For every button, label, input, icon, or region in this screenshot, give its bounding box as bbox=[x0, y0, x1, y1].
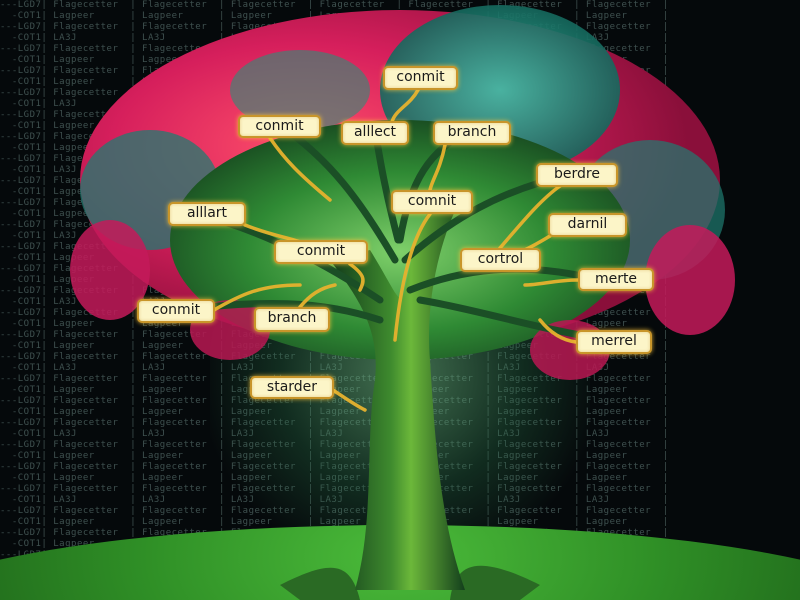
label-merte: merte bbox=[578, 268, 654, 291]
label-cortrol: cortrol bbox=[460, 248, 541, 272]
label-berdre: berdre bbox=[536, 163, 618, 187]
label-darnil: darnil bbox=[548, 213, 627, 237]
label-conmit-left: conmit bbox=[238, 115, 321, 138]
label-conmit-low: conmit bbox=[137, 299, 215, 323]
label-conmit-mid: conmit bbox=[274, 240, 368, 264]
label-starder: starder bbox=[250, 376, 334, 399]
label-merrel: merrel bbox=[576, 330, 652, 354]
label-alllect: alllect bbox=[341, 121, 409, 145]
label-conmit-center: comnit bbox=[391, 190, 473, 214]
label-branch-low: branch bbox=[254, 307, 330, 332]
label-conmit-top: conmit bbox=[383, 66, 458, 90]
label-alllart: alllart bbox=[168, 202, 246, 226]
label-branch-top: branch bbox=[433, 121, 511, 145]
